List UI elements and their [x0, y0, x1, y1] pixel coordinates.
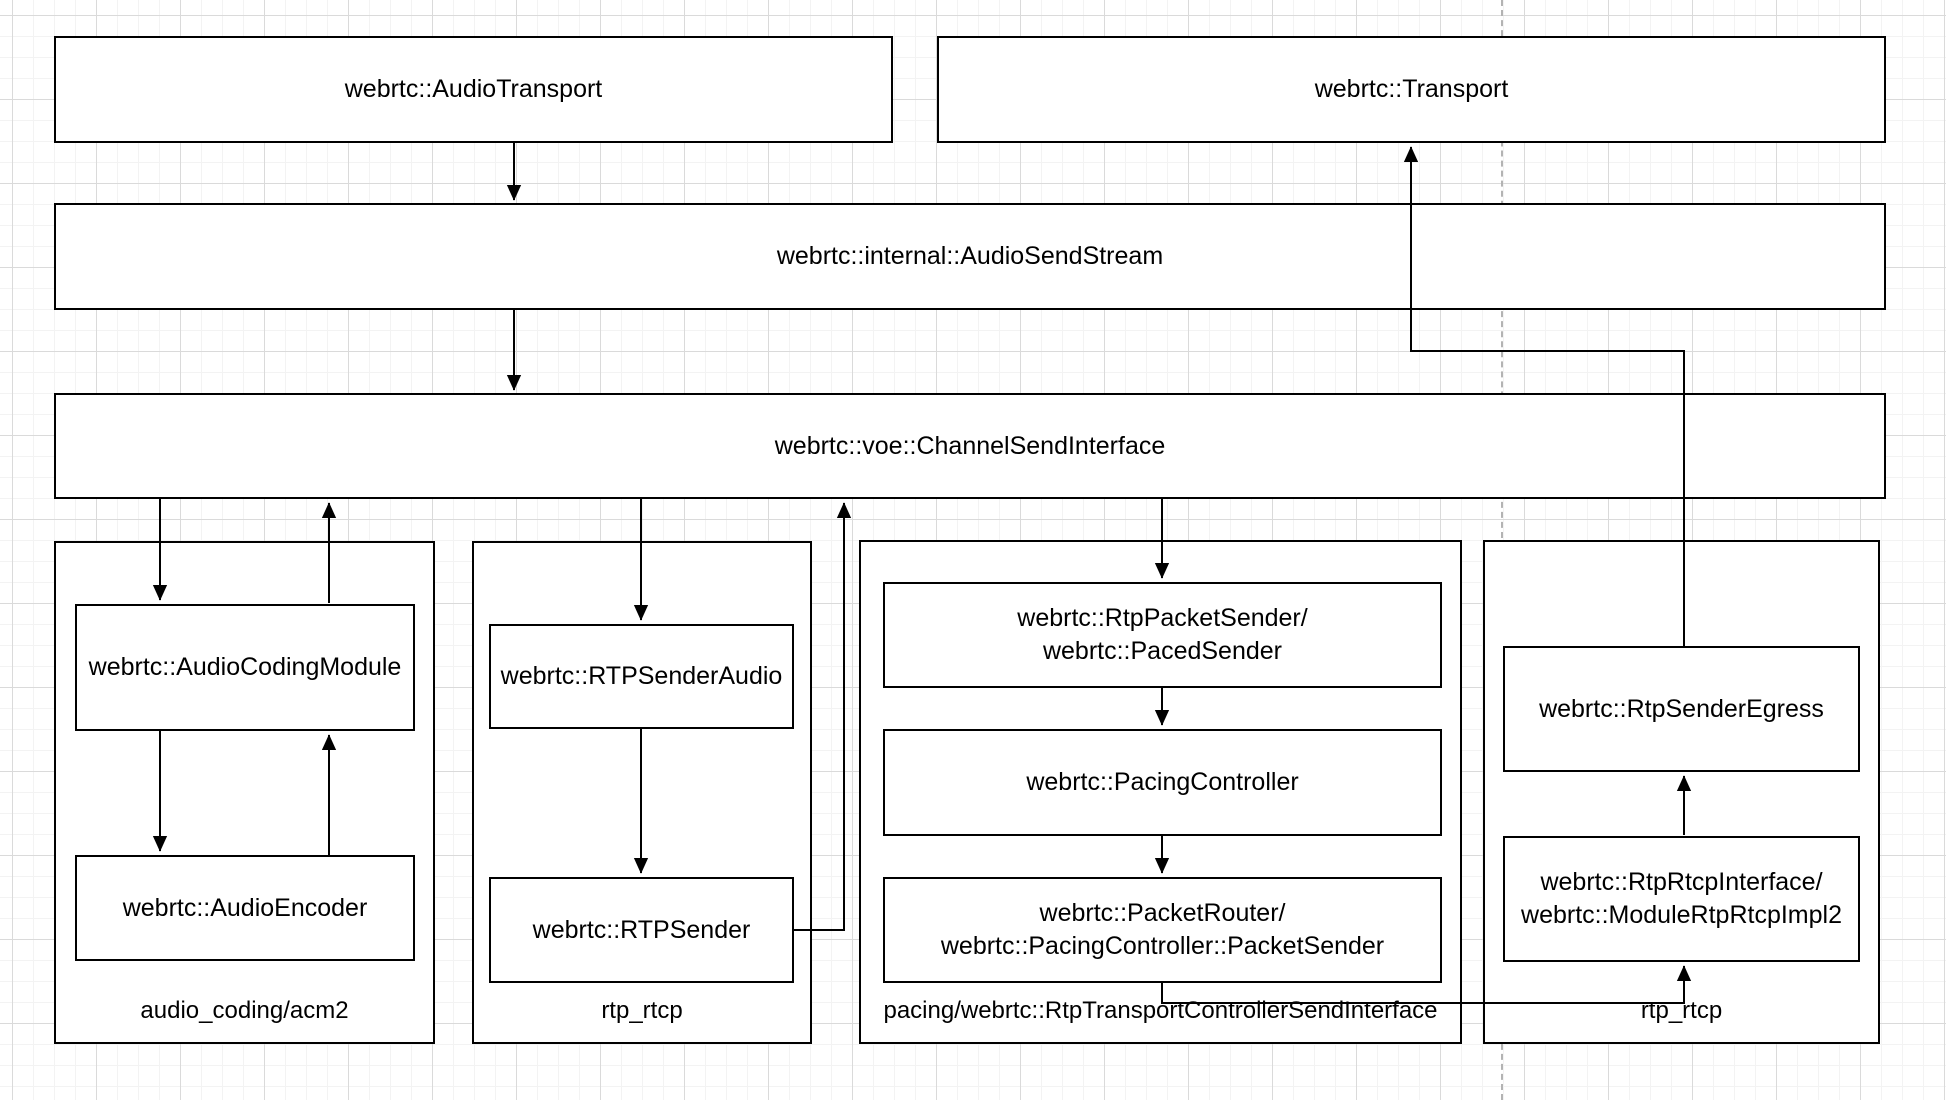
node-label: webrtc::AudioEncoder: [122, 893, 368, 922]
node-audio-encoder: webrtc::AudioEncoder: [75, 855, 415, 961]
node-label: webrtc::internal::AudioSendStream: [776, 242, 1164, 270]
node-label: webrtc::RtpSenderEgress: [1539, 694, 1824, 723]
group-label: pacing/webrtc::RtpTransportControllerSen…: [883, 997, 1438, 1024]
node-label: webrtc::RtpPacketSender/ webrtc::PacedSe…: [1017, 604, 1308, 665]
node-label: webrtc::PacketRouter/ webrtc::PacingCont…: [940, 899, 1385, 960]
group-label: audio_coding/acm2: [140, 997, 349, 1024]
node-pacing-controller: webrtc::PacingController: [883, 729, 1442, 836]
group-label: rtp_rtcp: [1640, 997, 1723, 1024]
node-rtp-sender-audio: webrtc::RTPSenderAudio: [489, 624, 794, 729]
node-label: webrtc::RTPSenderAudio: [500, 662, 783, 690]
group-label: rtp_rtcp: [601, 997, 683, 1024]
node-label: webrtc::PacingController: [1026, 768, 1299, 796]
node-label: webrtc::AudioTransport: [344, 75, 603, 103]
node-audio-send-stream: webrtc::internal::AudioSendStream: [54, 203, 1886, 310]
node-label: webrtc::AudioCodingModule: [88, 653, 402, 681]
node-audio-coding-module: webrtc::AudioCodingModule: [75, 604, 415, 731]
node-rtp-sender-egress: webrtc::RtpSenderEgress: [1503, 646, 1860, 772]
node-label: webrtc::RTPSender: [532, 915, 751, 944]
node-rtp-rtcp-interface: webrtc::RtpRtcpInterface/ webrtc::Module…: [1503, 836, 1860, 962]
node-packet-router: webrtc::PacketRouter/ webrtc::PacingCont…: [883, 877, 1442, 983]
node-label: webrtc::Transport: [1314, 75, 1509, 103]
node-label: webrtc::voe::ChannelSendInterface: [774, 431, 1166, 460]
node-rtp-sender: webrtc::RTPSender: [489, 877, 794, 983]
group-rtp-rtcp-right: rtp_rtcp: [1483, 540, 1880, 1044]
node-channel-send-interface: webrtc::voe::ChannelSendInterface: [54, 393, 1886, 499]
node-audio-transport: webrtc::AudioTransport: [54, 36, 893, 143]
node-rtp-packet-sender: webrtc::RtpPacketSender/ webrtc::PacedSe…: [883, 582, 1442, 688]
node-label: webrtc::RtpRtcpInterface/ webrtc::Module…: [1521, 868, 1842, 929]
node-transport: webrtc::Transport: [937, 36, 1886, 143]
